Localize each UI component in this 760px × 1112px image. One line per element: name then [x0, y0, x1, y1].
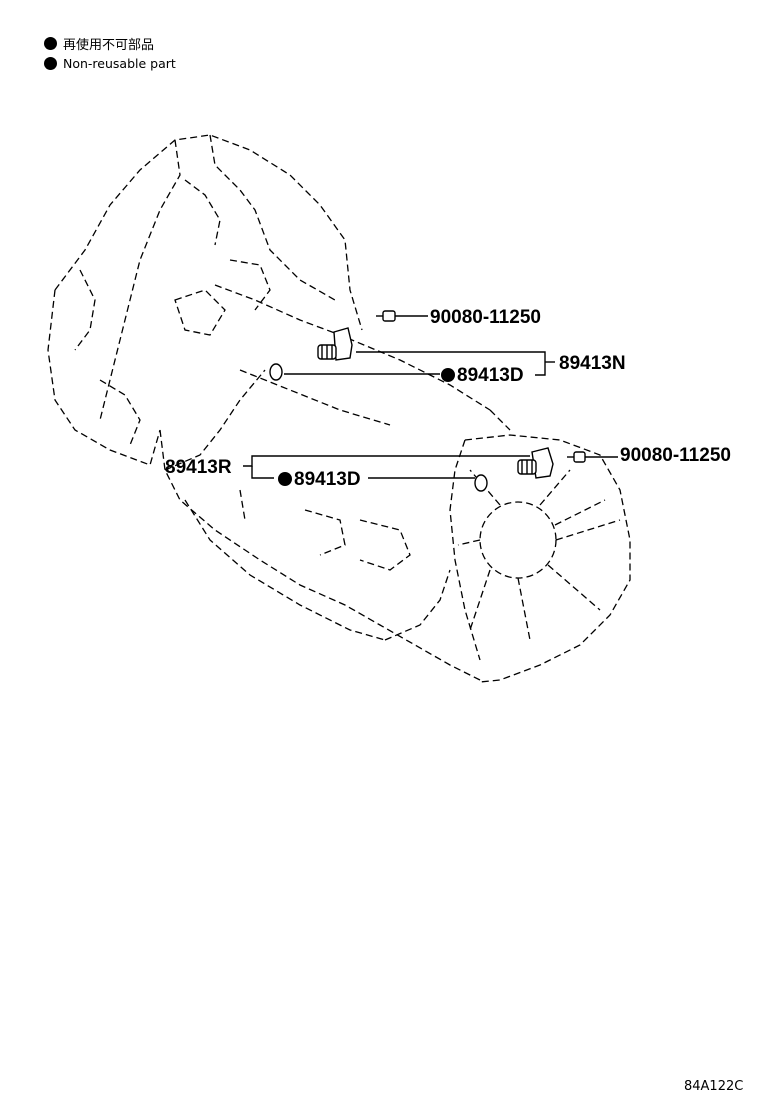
callout-sensor-lower: 89413R	[165, 457, 232, 478]
callout-sensor-upper: 89413N	[559, 353, 626, 374]
callout-oring-lower: 89413D	[294, 469, 361, 490]
callout-bolt-lower: 90080-11250	[620, 445, 731, 466]
lower-speed-sensor	[517, 447, 554, 479]
illustration-code: 84A122C	[684, 1079, 743, 1094]
legend-japanese-text: 再使用不可部品	[63, 38, 155, 53]
upper-oring-icon	[269, 363, 283, 381]
lower-bolt-icon	[567, 451, 586, 463]
leader-lines	[243, 315, 618, 479]
non-reusable-dot-icon	[278, 472, 292, 486]
transmission-outline	[47, 134, 631, 683]
callout-bolt-upper: 90080-11250	[430, 307, 541, 328]
legend-english-text: Non-reusable part	[63, 56, 176, 71]
legend-japanese: 再使用不可部品	[44, 34, 154, 53]
non-reusable-dot-icon	[44, 37, 57, 50]
non-reusable-dot-icon	[44, 57, 57, 70]
upper-speed-sensor	[317, 327, 353, 361]
lower-oring-icon	[474, 474, 488, 492]
upper-bolt-icon	[376, 310, 396, 322]
callout-oring-upper: 89413D	[457, 365, 524, 386]
legend-english: Non-reusable part	[44, 56, 176, 71]
non-reusable-dot-icon	[441, 368, 455, 382]
